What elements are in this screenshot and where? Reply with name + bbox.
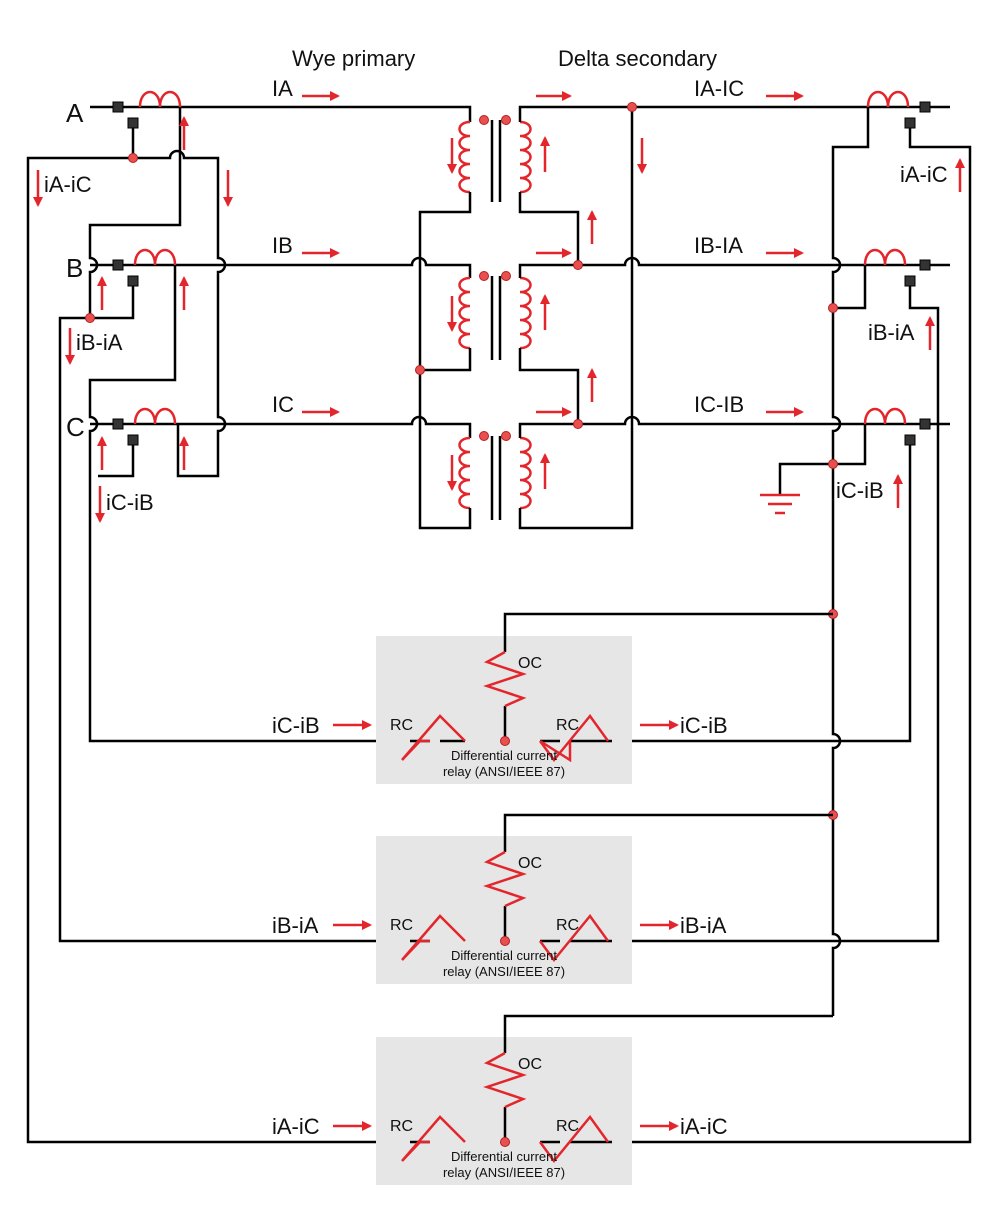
ct-right-current-b: iB-iA bbox=[868, 320, 915, 345]
relay-1-output-current: iC-iB bbox=[680, 713, 728, 738]
primary-ct-wiring bbox=[26, 107, 410, 1144]
relay-3-rc-right-label: RC bbox=[556, 1118, 579, 1135]
secondary-winding-c bbox=[501, 107, 950, 530]
ct-right-current-c: iC-iB bbox=[836, 478, 884, 503]
relay-3-input-current: iA-iC bbox=[272, 1114, 320, 1139]
primary-line-a bbox=[90, 90, 472, 122]
ct-left-current-b: iB-iA bbox=[76, 330, 123, 355]
relay-2-rc-left-label: RC bbox=[390, 917, 413, 934]
delta-node-b bbox=[573, 260, 583, 270]
differential-relay-1: OC RC RC Differential current relay (ANS… bbox=[272, 612, 833, 784]
line-current-a: IA bbox=[272, 76, 293, 101]
wye-primary-heading: Wye primary bbox=[292, 46, 415, 71]
phase-label-a: A bbox=[66, 98, 84, 128]
secondary-winding-a bbox=[501, 105, 950, 265]
phase-label-b: B bbox=[66, 253, 83, 283]
relay-2-input-current: iB-iA bbox=[272, 913, 319, 938]
winding-current-arrows bbox=[97, 91, 647, 491]
relay-2-caption-line-2: relay (ANSI/IEEE 87) bbox=[443, 964, 565, 979]
secondary-ct-wiring bbox=[612, 107, 972, 1144]
primary-winding-b bbox=[420, 271, 489, 372]
ct-left-current-a: iA-iC bbox=[44, 172, 92, 197]
sec-line-current-c: IC-IB bbox=[694, 392, 744, 417]
line-current-c: IC bbox=[272, 392, 294, 417]
relay-2-caption-line-1: Differential current bbox=[451, 948, 557, 963]
differential-relay-3: OC RC RC Differential current relay (ANS… bbox=[272, 1014, 833, 1185]
ground-icon bbox=[760, 493, 800, 515]
relay-3-rc-left-label: RC bbox=[390, 1118, 413, 1135]
ct-right-current-a: iA-iC bbox=[900, 162, 948, 187]
ct-left-current-c: iC-iB bbox=[106, 490, 154, 515]
ct-current-labels: iA-iC iB-iA iC-iB iA-iC iB-iA iC-iB bbox=[33, 158, 965, 523]
primary-winding-c bbox=[418, 424, 489, 530]
primary-winding-a bbox=[418, 115, 489, 424]
relay-1-rc-right-label: RC bbox=[556, 717, 579, 734]
wye-neutral-node bbox=[415, 365, 425, 375]
transformer-cores bbox=[490, 120, 502, 520]
relay-2-output-current: iB-iA bbox=[680, 913, 727, 938]
relay-1-oc-label: OC bbox=[518, 655, 542, 672]
relay-3-caption-line-1: Differential current bbox=[451, 1149, 557, 1164]
ct-terminals bbox=[112, 101, 931, 446]
relay-3-output-current: iA-iC bbox=[680, 1114, 728, 1139]
differential-relay-2: OC RC RC Differential current relay (ANS… bbox=[272, 813, 833, 984]
sec-line-current-b: IB-IA bbox=[694, 233, 743, 258]
relay-1-caption-line-2: relay (ANSI/IEEE 87) bbox=[443, 764, 565, 779]
relay-2-rc-right-label: RC bbox=[556, 917, 579, 934]
line-current-labels: IA IB IC IA-IC IB-IA IC-IB bbox=[272, 76, 804, 417]
relay-2-oc-label: OC bbox=[518, 855, 542, 872]
relay-1-rc-left-label: RC bbox=[390, 717, 413, 734]
line-current-b: IB bbox=[272, 233, 293, 258]
secondary-ct-coils bbox=[863, 90, 910, 425]
sec-line-current-a: IA-IC bbox=[694, 76, 744, 101]
delta-node-a bbox=[627, 102, 637, 112]
delta-secondary-heading: Delta secondary bbox=[558, 46, 717, 71]
relay-3-caption-line-2: relay (ANSI/IEEE 87) bbox=[443, 1165, 565, 1180]
relay-1-caption-line-1: Differential current bbox=[451, 748, 557, 763]
relay-1-input-current: iC-iB bbox=[272, 713, 320, 738]
delta-node-c bbox=[573, 419, 583, 429]
phase-label-c: C bbox=[66, 412, 85, 442]
relay-3-oc-label: OC bbox=[518, 1056, 542, 1073]
